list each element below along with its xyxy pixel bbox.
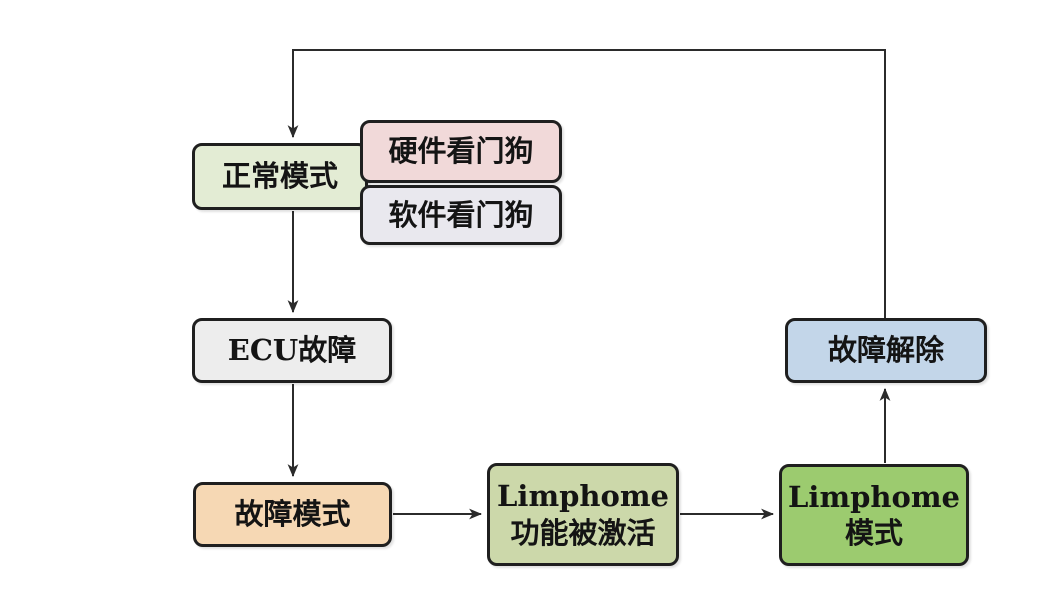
node-limphome-mode-label-line2: 模式 xyxy=(844,516,903,550)
node-software-watchdog: 软件看门狗 xyxy=(360,185,562,245)
node-fault-cleared-label: 故障解除 xyxy=(827,333,944,368)
node-normal-mode-label: 正常模式 xyxy=(221,159,338,194)
node-limphome-function-activated-label-line2: 功能被激活 xyxy=(510,515,656,550)
node-fault-cleared: 故障解除 xyxy=(785,318,987,383)
node-ecu-fault: ECU故障 xyxy=(192,318,392,383)
node-hardware-watchdog-label: 硬件看门狗 xyxy=(388,134,534,169)
node-limphome-mode: Limphome 模式 xyxy=(779,464,969,566)
node-hardware-watchdog: 硬件看门狗 xyxy=(360,120,562,183)
node-software-watchdog-label: 软件看门狗 xyxy=(388,197,534,232)
node-limphome-function-activated: Limphome 功能被激活 xyxy=(487,463,679,566)
node-limphome-mode-label-line1: Limphome xyxy=(788,479,960,514)
node-fault-mode: 故障模式 xyxy=(193,482,392,547)
node-ecu-fault-label: ECU故障 xyxy=(227,333,357,368)
edge-fault-cleared-to-normal xyxy=(287,49,886,318)
node-limphome-function-activated-label-line1: Limphome xyxy=(497,479,669,514)
node-normal-mode: 正常模式 xyxy=(192,143,368,210)
node-fault-mode-label: 故障模式 xyxy=(234,497,351,532)
